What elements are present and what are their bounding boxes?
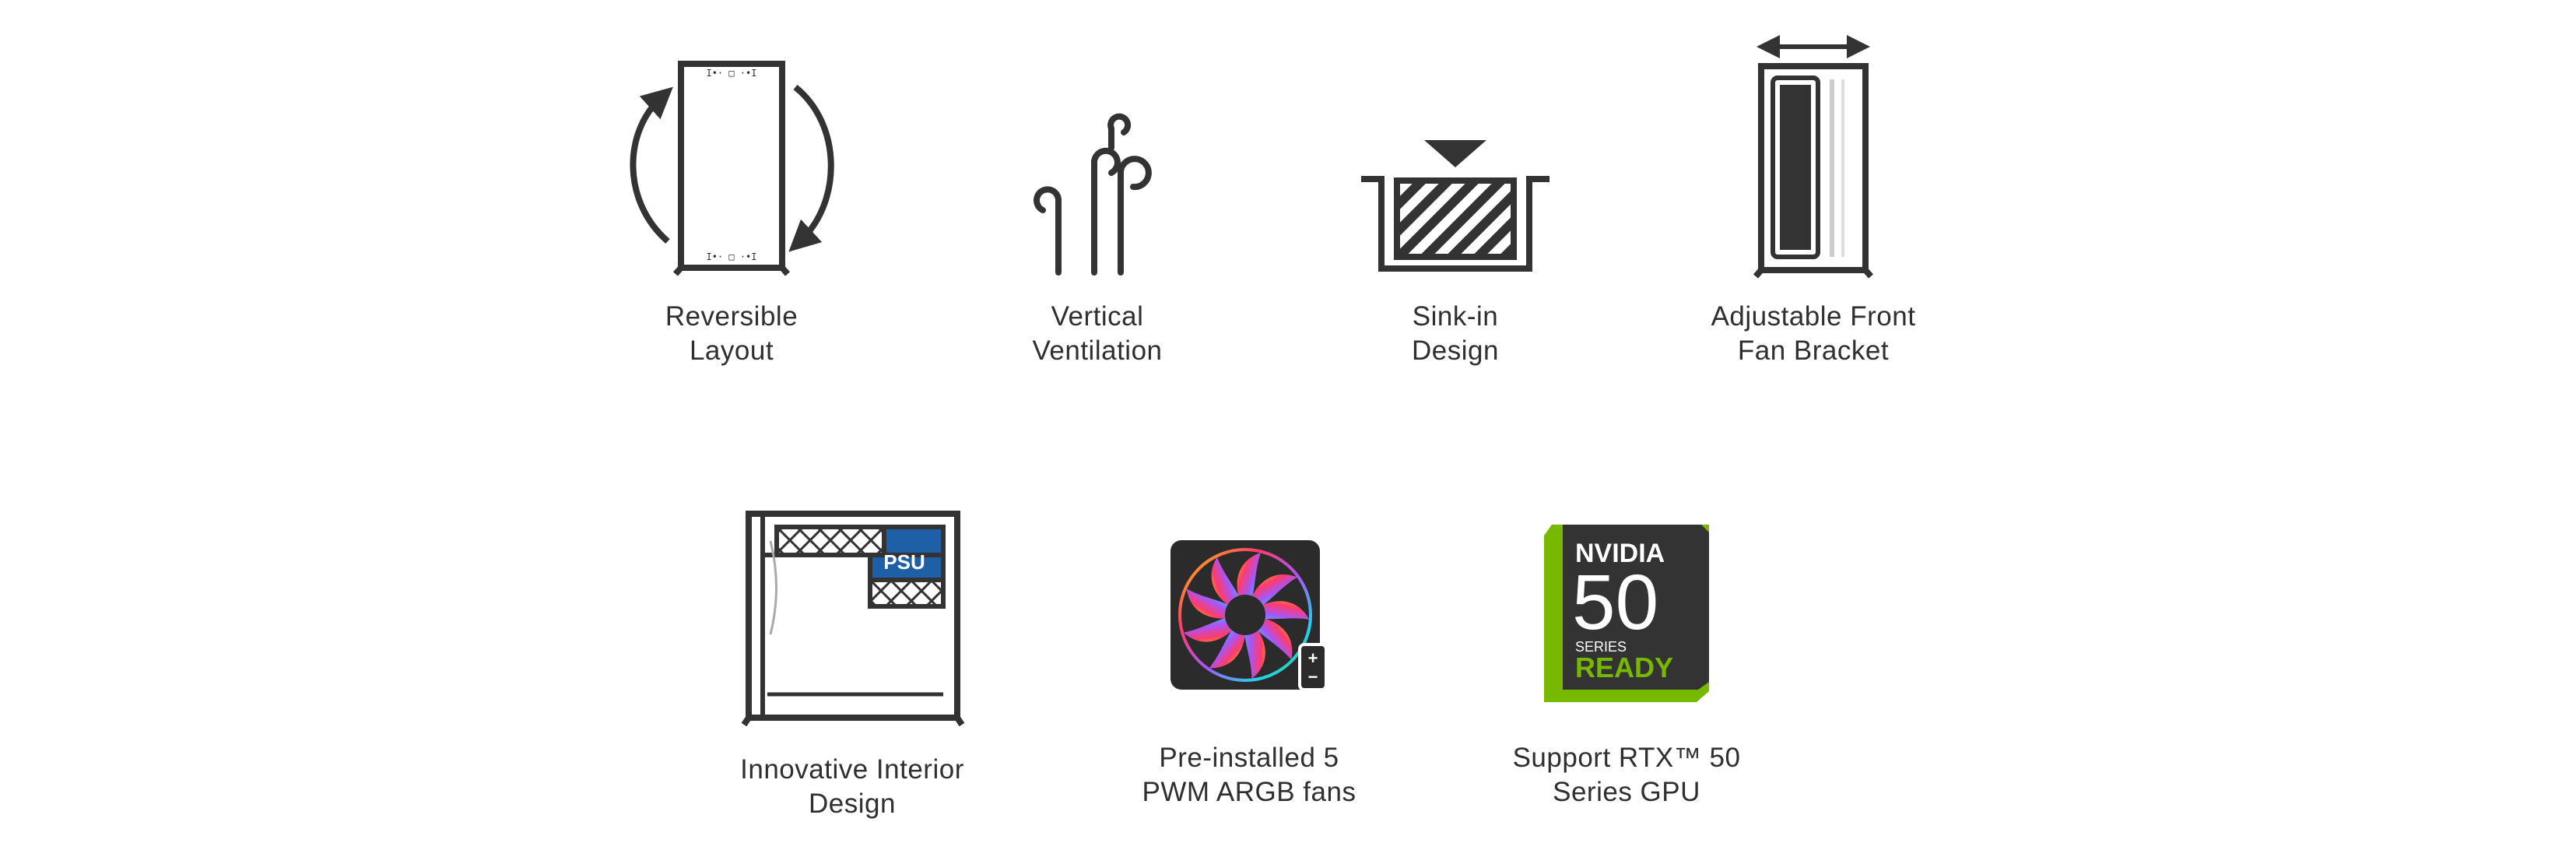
label-line-2: Ventilation	[1032, 335, 1163, 366]
plus-sign: +	[1308, 648, 1318, 668]
label-line-2: Design	[809, 789, 896, 819]
badge-ready: READY	[1575, 652, 1673, 683]
badge-series: SERIES	[1575, 639, 1627, 655]
vertical-ventilation-icon	[1034, 113, 1152, 276]
sink-in-design-icon	[1361, 140, 1549, 272]
argb-fan-icon: + −	[1170, 540, 1328, 691]
feature-label: Support RTX™ 50 Series GPU	[1502, 741, 1751, 810]
label-line-2: Layout	[689, 335, 774, 366]
label-line-2: Series GPU	[1553, 777, 1700, 807]
label-line-2: Fan Bracket	[1737, 335, 1890, 366]
nvidia-50-series-ready-badge: NVIDIA 50 SERIES READY	[1544, 525, 1709, 702]
label-line-2: PWM ARGB fans	[1142, 777, 1356, 807]
reversible-layout-icon: I•· □ ·•I I•· □ ·•I	[630, 61, 834, 276]
feature-label: Reversible Layout	[615, 300, 848, 368]
interior-layout-icon: PSU	[741, 511, 965, 727]
feature-label: Innovative Interior Design	[724, 753, 981, 821]
label-line-1: Pre-installed 5	[1159, 743, 1339, 773]
label-line-1: Reversible	[665, 301, 798, 332]
feature-label: Pre-installed 5 PWM ARGB fans	[1125, 741, 1374, 810]
label-line-1: Innovative Interior	[740, 754, 964, 785]
psu-label: PSU	[883, 550, 925, 574]
feature-label: Sink-in Design	[1339, 300, 1572, 368]
label-line-2: Design	[1412, 335, 1499, 366]
label-line-1: Adjustable Front	[1711, 301, 1916, 332]
badge-brand: NVIDIA	[1575, 539, 1665, 568]
label-line-1: Support RTX™ 50	[1512, 743, 1741, 773]
label-line-1: Sink-in	[1412, 301, 1499, 332]
feature-label: Vertical Ventilation	[981, 300, 1214, 368]
adjustable-fan-bracket-icon	[1753, 35, 1874, 279]
feature-label: Adjustable Front Fan Bracket	[1689, 300, 1938, 368]
minus-sign: −	[1308, 667, 1318, 687]
label-line-1: Vertical	[1051, 301, 1144, 332]
svg-text:I•· □ ·•I: I•· □ ·•I	[706, 251, 756, 262]
svg-text:I•· □ ·•I: I•· □ ·•I	[706, 68, 756, 79]
badge-number: 50	[1572, 559, 1658, 646]
